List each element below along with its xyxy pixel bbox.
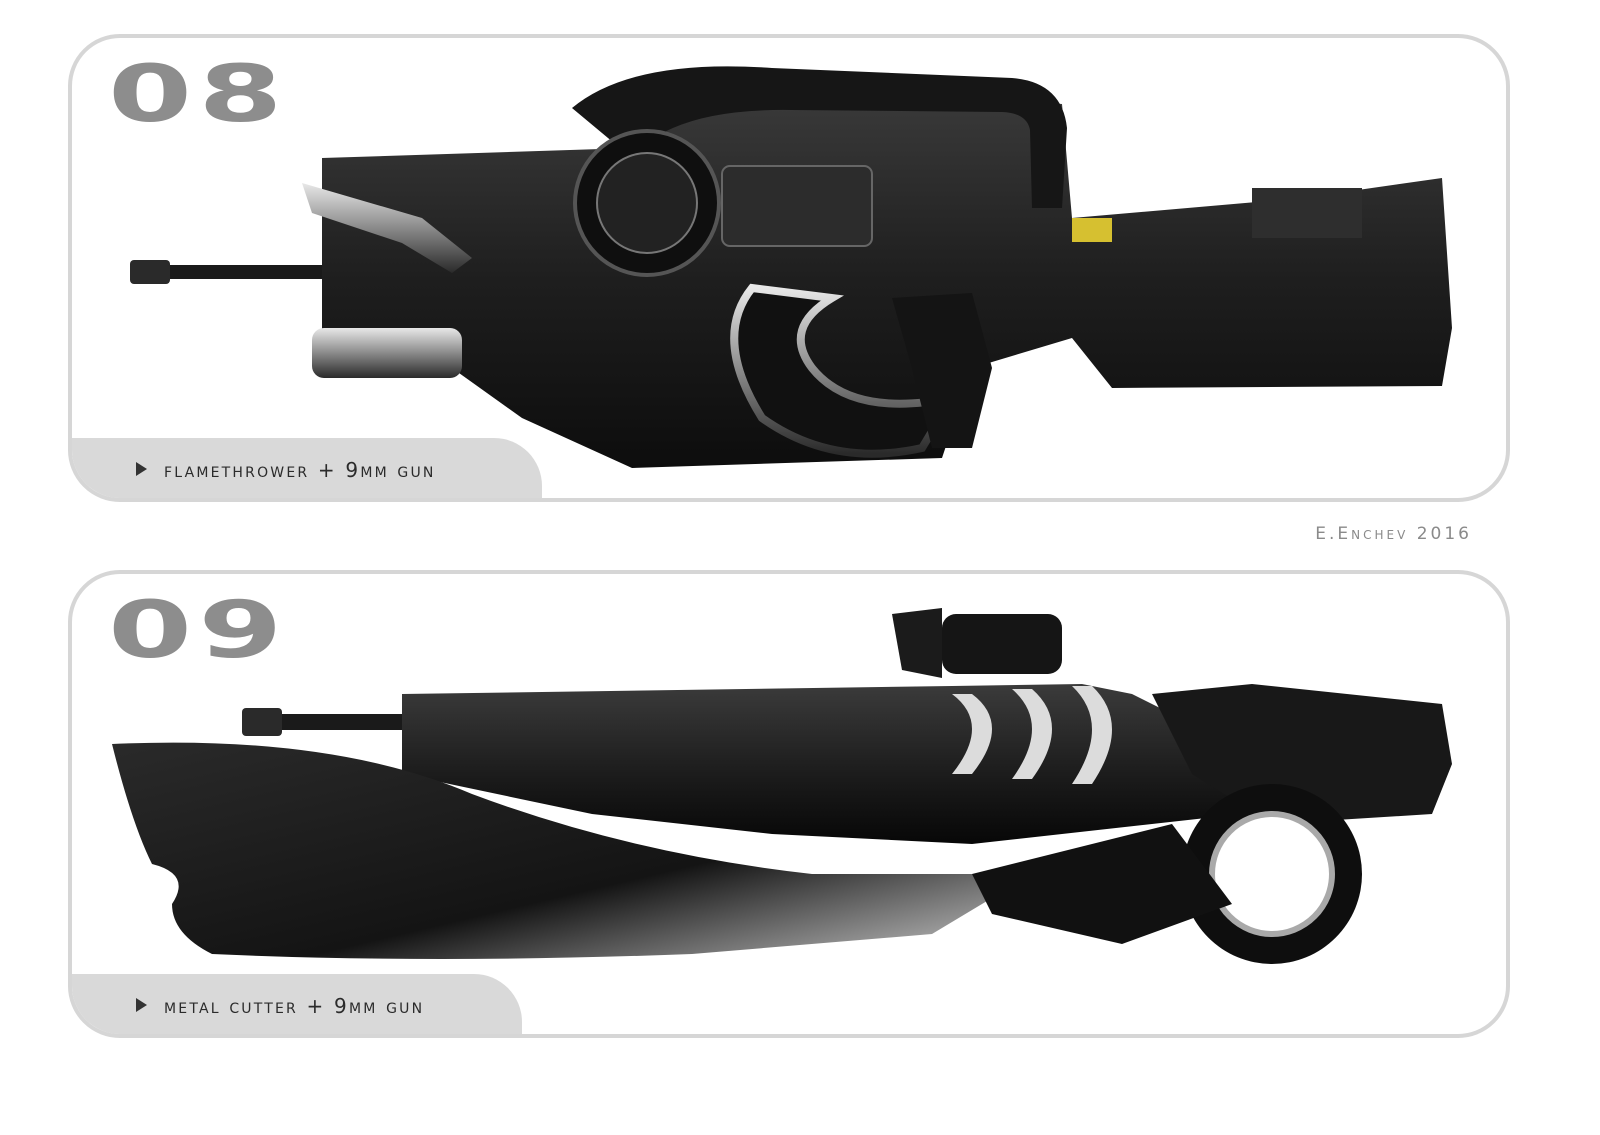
play-arrow-icon [136, 462, 147, 476]
flamethrower-rifle-illustration [130, 66, 1452, 468]
weapon-card-09: 09 METAL CUTTER + 9MM GU [68, 570, 1510, 1038]
artist-signature: E.Enchev 2016 [1315, 524, 1472, 544]
weapon-caption: METAL CUTTER + 9MM GUN [164, 994, 425, 1018]
caption-tab: METAL CUTTER + 9MM GUN [72, 974, 522, 1034]
card-number: 09 [108, 586, 289, 676]
weapon-card-08: 08 FLAMET [68, 34, 1510, 502]
caption-tab: FLAMETHROWER + 9MM GUN [72, 438, 542, 498]
play-arrow-icon [136, 998, 147, 1012]
weapon-caption: FLAMETHROWER + 9MM GUN [164, 458, 436, 482]
metal-cutter-rifle-illustration [112, 608, 1452, 964]
card-number: 08 [108, 50, 289, 140]
